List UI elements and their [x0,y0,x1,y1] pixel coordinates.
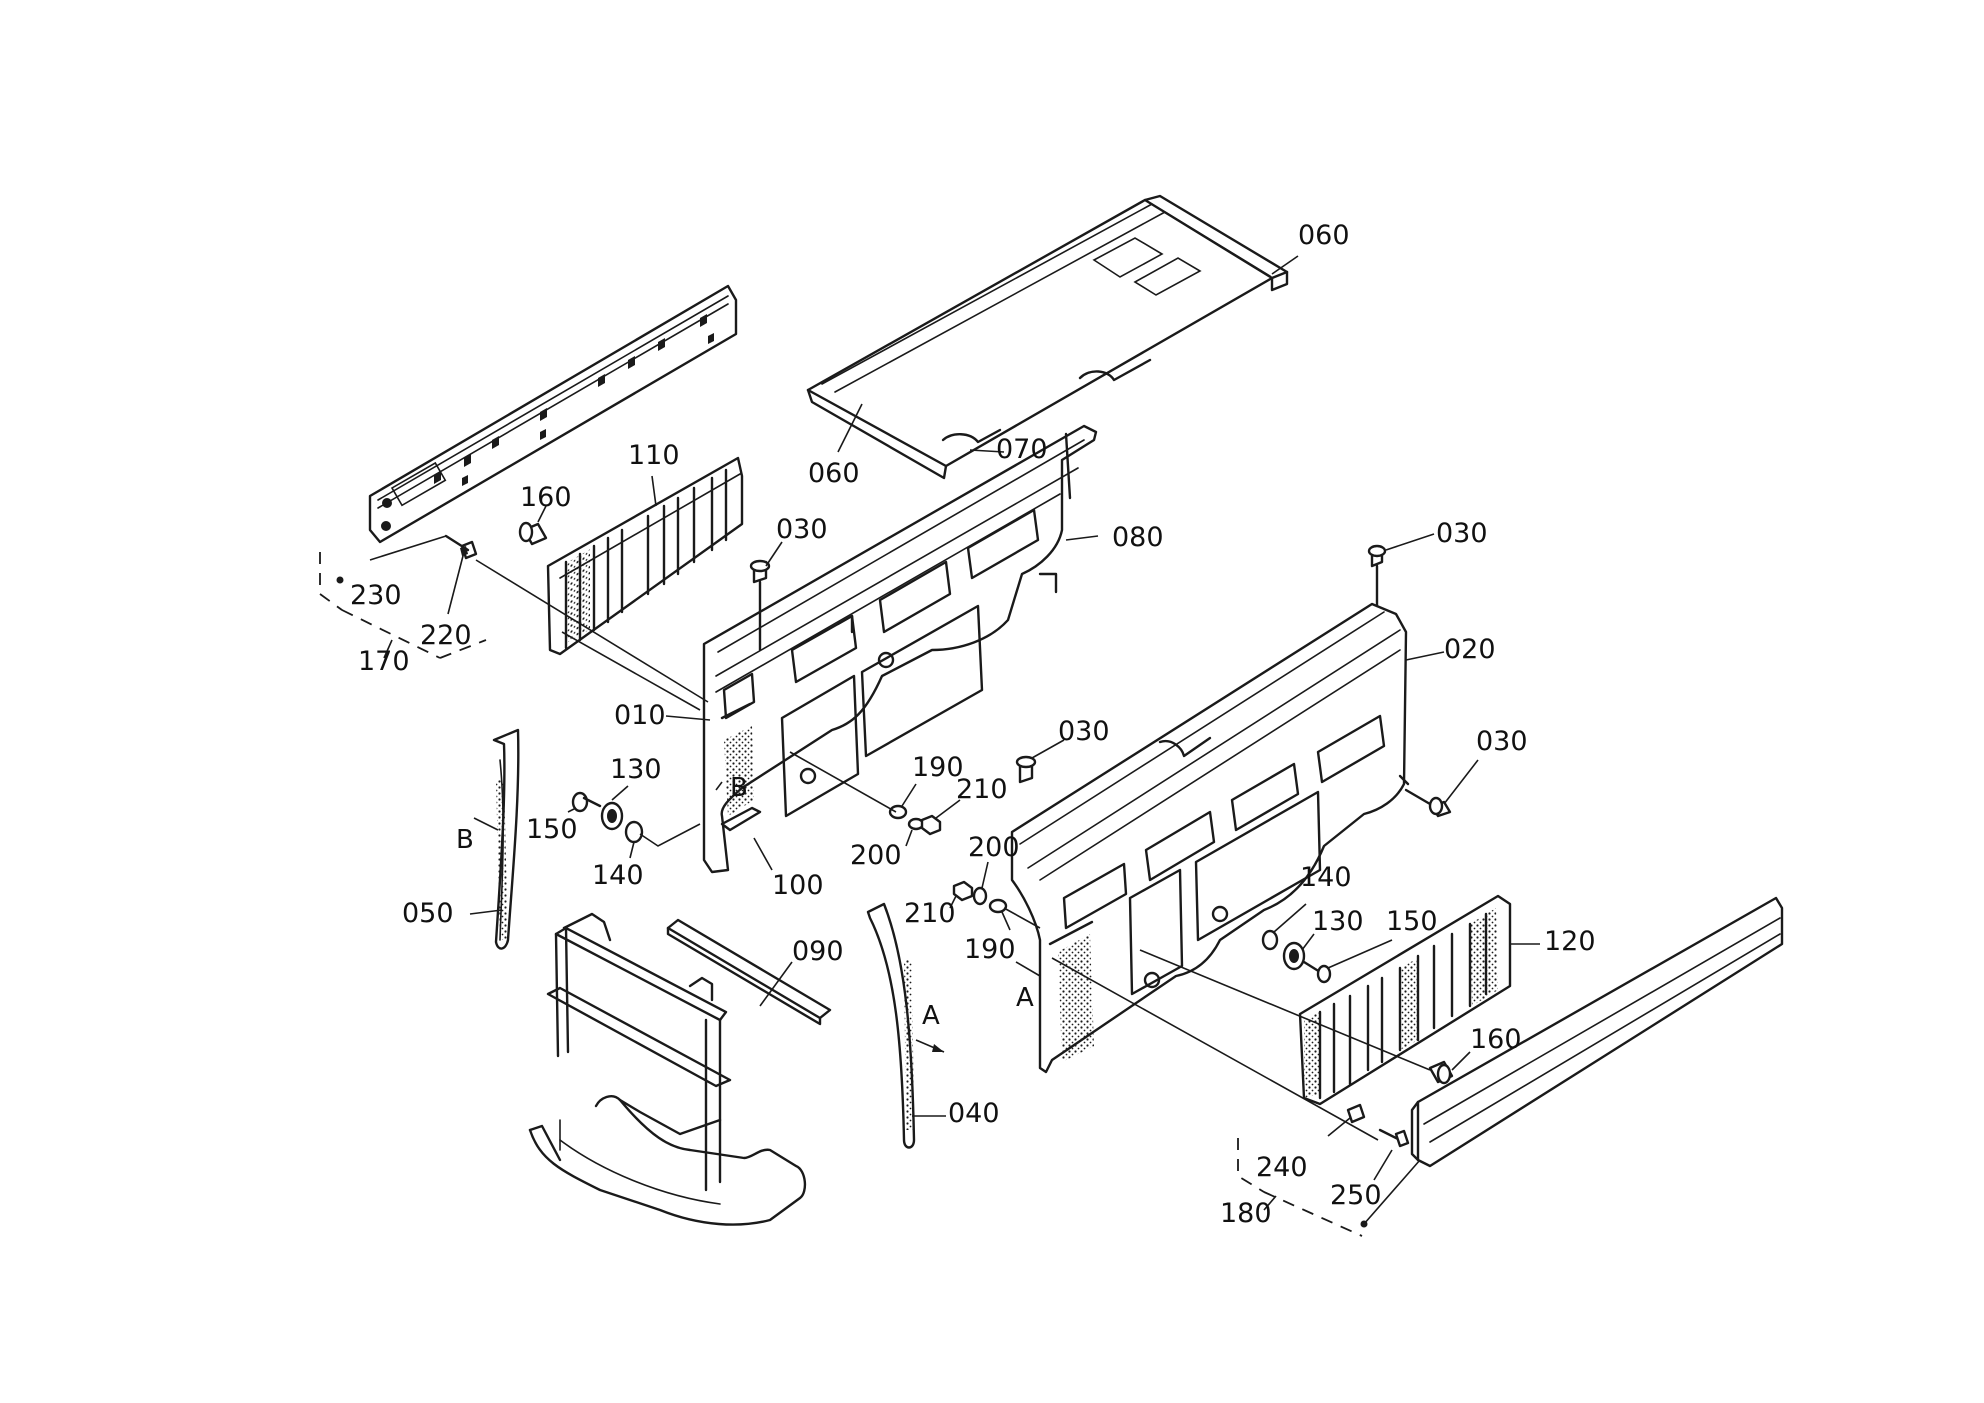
nut-210-b [952,880,974,902]
label-020: 020 [1444,634,1496,665]
view-marker-b-panel: B [730,773,748,803]
label-150-left: 150 [526,814,578,845]
washer-130-right [1282,941,1306,971]
nut-210-a [920,814,942,836]
label-220: 220 [420,620,472,651]
label-070: 070 [996,434,1048,465]
label-200-upper: 200 [850,840,902,871]
bolt-030-b [1367,544,1387,608]
roof-panel-060 [806,194,1289,480]
view-marker-a-strip: A [922,1001,940,1031]
bolt-030-a [749,559,771,652]
label-250: 250 [1330,1180,1382,1211]
washer-190-b [988,898,1008,914]
ribbed-panel-120 [1298,894,1512,1106]
label-210-upper: 210 [956,774,1008,805]
screw-250 [1378,1128,1410,1148]
label-200-lower: 200 [968,832,1020,863]
label-230: 230 [350,580,402,611]
label-170: 170 [358,646,410,677]
label-160-left: 160 [520,482,572,513]
label-060-bottom: 060 [808,458,860,489]
label-040: 040 [948,1098,1000,1129]
label-060-top: 060 [1298,220,1350,251]
ribbed-panel-110 [546,456,744,656]
washer-200-b [972,886,988,906]
label-120: 120 [1544,926,1596,957]
bolt-150-left [571,791,602,813]
moulding-180 [1410,896,1784,1168]
label-100: 100 [772,870,824,901]
label-110: 110 [628,440,680,471]
label-140-left: 140 [592,860,644,891]
label-080: 080 [1112,522,1164,553]
clip-240 [1346,1103,1366,1124]
label-030-c: 030 [1058,716,1110,747]
clip-220 [444,534,478,560]
view-marker-b-strip: B [456,825,474,855]
view-marker-a-panel: A [1016,983,1034,1013]
bolt-150-right [1302,960,1332,984]
label-150-right: 150 [1386,906,1438,937]
bolt-030-d [1404,788,1452,818]
nut-140-right [1261,929,1279,951]
bolt-030-c [1015,755,1037,784]
leader-lines [369,255,1540,1225]
weatherstrip-050 [492,728,520,950]
label-180: 180 [1220,1198,1272,1229]
label-050: 050 [402,898,454,929]
label-240: 240 [1256,1152,1308,1183]
washer-190-a [888,804,908,820]
kit-boundary-170 [319,552,441,659]
label-130-left: 130 [610,754,662,785]
part-labels: 060 060 070 110 160 030 080 030 230 220 … [350,220,1596,1229]
label-130-right: 130 [1312,906,1364,937]
label-210-lower: 210 [904,898,956,929]
label-010: 010 [614,700,666,731]
label-190-lower: 190 [964,934,1016,965]
weatherstrip-040 [866,902,916,1149]
frame-090 [528,912,832,1226]
washer-130-left [600,801,624,831]
label-030-d: 030 [1476,726,1528,757]
trim-strip-170 [368,284,738,544]
label-090: 090 [792,936,844,967]
inner-side-panel-080 [702,424,1098,874]
label-190-upper: 190 [912,752,964,783]
kit-boundary-180 [1237,1138,1363,1237]
label-140-right: 140 [1300,862,1352,893]
label-030-b: 030 [1436,518,1488,549]
label-030-a: 030 [776,514,828,545]
clip-160-right [1428,1060,1454,1085]
clip-160-left [518,521,548,546]
label-160-right: 160 [1470,1024,1522,1055]
nut-140-left [624,820,644,844]
